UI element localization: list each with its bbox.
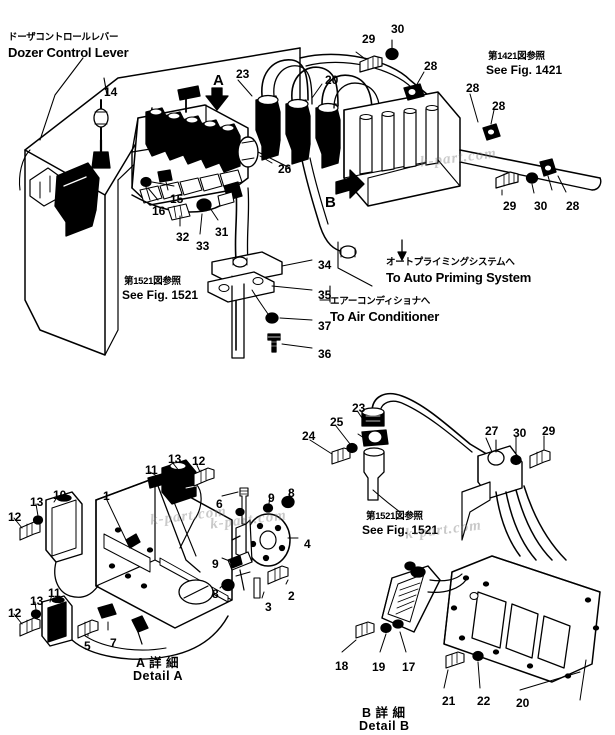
callout-number-main-28-5[interactable]: 28 <box>424 59 438 73</box>
detail-b-title-jp: B 詳 細 <box>362 706 406 720</box>
callout-number-detail-b-21-9[interactable]: 21 <box>442 694 456 708</box>
auto-priming-label-jp: オートプライミングシステムへ <box>386 257 515 268</box>
callout-number-detail-a-11-17[interactable]: 11 <box>48 586 61 600</box>
callout-number-detail-a-12-15[interactable]: 12 <box>8 606 22 620</box>
callout-number-detail-a-8-12[interactable]: 8 <box>212 587 219 601</box>
callout-number-detail-a-11-4[interactable]: 11 <box>145 463 158 477</box>
see-fig-1521-main-label-jp[interactable]: 第1521図参照 <box>124 276 181 287</box>
callout-number-detail-a-13-16[interactable]: 13 <box>30 594 44 608</box>
callout-number-detail-b-18-6[interactable]: 18 <box>335 659 349 673</box>
dozer-control-lever-label-en: Dozer Control Lever <box>8 45 129 60</box>
air-conditioner-label-jp: エアーコンディショナへ <box>330 296 430 307</box>
callout-number-detail-b-29-5[interactable]: 29 <box>542 424 556 438</box>
callout-number-detail-a-8-9[interactable]: 8 <box>288 486 295 500</box>
watermark-1: k-part.com <box>209 507 288 533</box>
callout-number-detail-a-9-11[interactable]: 9 <box>212 557 219 571</box>
callout-number-main-32-15[interactable]: 32 <box>176 230 190 244</box>
callout-number-detail-b-22-10[interactable]: 22 <box>477 694 491 708</box>
callout-number-main-34-17[interactable]: 34 <box>318 258 332 272</box>
callout-number-main-30-4[interactable]: 30 <box>391 22 405 36</box>
callout-number-detail-b-30-4[interactable]: 30 <box>513 426 527 440</box>
see-fig-1521-detailb-label-en[interactable]: See Fig. 1521 <box>362 523 439 537</box>
section-marker-b: B <box>325 194 336 211</box>
callout-number-detail-a-6-7[interactable]: 6 <box>216 497 223 511</box>
detail-a-title-en: Detail A <box>133 669 184 683</box>
callout-number-detail-a-12-6[interactable]: 12 <box>192 454 206 468</box>
callout-number-main-29-3[interactable]: 29 <box>362 32 376 46</box>
callout-number-detail-b-23-2[interactable]: 23 <box>352 401 366 415</box>
callout-number-main-20-2[interactable]: 20 <box>325 73 339 87</box>
callout-number-main-29-9[interactable]: 29 <box>503 199 517 213</box>
callout-number-main-36-20[interactable]: 36 <box>318 347 332 361</box>
callout-number-main-35-18[interactable]: 35 <box>318 288 332 302</box>
callout-number-detail-a-13-1[interactable]: 13 <box>30 495 44 509</box>
air-conditioner-label-en: To Air Conditioner <box>330 309 440 324</box>
callout-number-detail-a-1-3[interactable]: 1 <box>103 489 110 503</box>
callout-number-detail-b-27-3[interactable]: 27 <box>485 424 499 438</box>
callout-number-detail-a-5-18[interactable]: 5 <box>84 639 91 653</box>
see-fig-1521-main-label-en[interactable]: See Fig. 1521 <box>122 288 199 302</box>
callout-number-main-26-13[interactable]: 26 <box>278 162 292 176</box>
callout-number-detail-a-10-2[interactable]: 10 <box>53 488 67 502</box>
section-marker-a: A <box>213 72 224 89</box>
detail-a-title-jp: A 詳 細 <box>136 656 180 670</box>
callout-number-main-28-7[interactable]: 28 <box>492 99 506 113</box>
detail-b-title-en: Detail B <box>359 719 410 733</box>
callout-number-detail-b-17-8[interactable]: 17 <box>402 660 416 674</box>
callout-number-detail-b-24-0[interactable]: 24 <box>302 429 316 443</box>
callout-number-main-28-8[interactable]: 28 <box>566 199 580 213</box>
see-fig-1421-label-jp[interactable]: 第1421図参照 <box>488 51 545 62</box>
callout-number-detail-a-13-5[interactable]: 13 <box>168 452 182 466</box>
callout-number-main-37-19[interactable]: 37 <box>318 319 332 333</box>
callout-number-detail-b-19-7[interactable]: 19 <box>372 660 386 674</box>
see-fig-1421-label-en[interactable]: See Fig. 1421 <box>486 63 563 77</box>
callout-number-detail-a-4-10[interactable]: 4 <box>304 537 311 551</box>
callout-number-detail-a-9-8[interactable]: 9 <box>268 491 275 505</box>
callout-number-main-31-14[interactable]: 31 <box>215 225 229 239</box>
callout-number-main-15-11[interactable]: 15 <box>170 192 184 206</box>
callout-number-main-30-10[interactable]: 30 <box>534 199 548 213</box>
callout-number-main-23-1[interactable]: 23 <box>236 67 250 81</box>
callout-number-main-33-16[interactable]: 33 <box>196 239 210 253</box>
callout-number-main-14-0[interactable]: 14 <box>104 85 118 99</box>
callout-number-detail-a-7-19[interactable]: 7 <box>110 636 117 650</box>
dozer-control-lever-label-jp: ドーザコントロールレバー <box>8 32 119 43</box>
callout-number-detail-b-20-11[interactable]: 20 <box>516 696 530 710</box>
see-fig-1521-detailb-label-jp[interactable]: 第1521図参照 <box>366 511 423 522</box>
callout-number-main-28-6[interactable]: 28 <box>466 81 480 95</box>
callout-number-detail-a-12-0[interactable]: 12 <box>8 510 22 524</box>
callout-number-detail-a-3-13[interactable]: 3 <box>265 600 272 614</box>
watermark-3: k-part.com <box>419 145 498 171</box>
callout-number-detail-b-25-1[interactable]: 25 <box>330 415 344 429</box>
callout-number-main-16-12[interactable]: 16 <box>152 204 166 218</box>
callout-number-detail-a-2-14[interactable]: 2 <box>288 589 295 603</box>
auto-priming-label-en: To Auto Priming System <box>386 270 532 285</box>
